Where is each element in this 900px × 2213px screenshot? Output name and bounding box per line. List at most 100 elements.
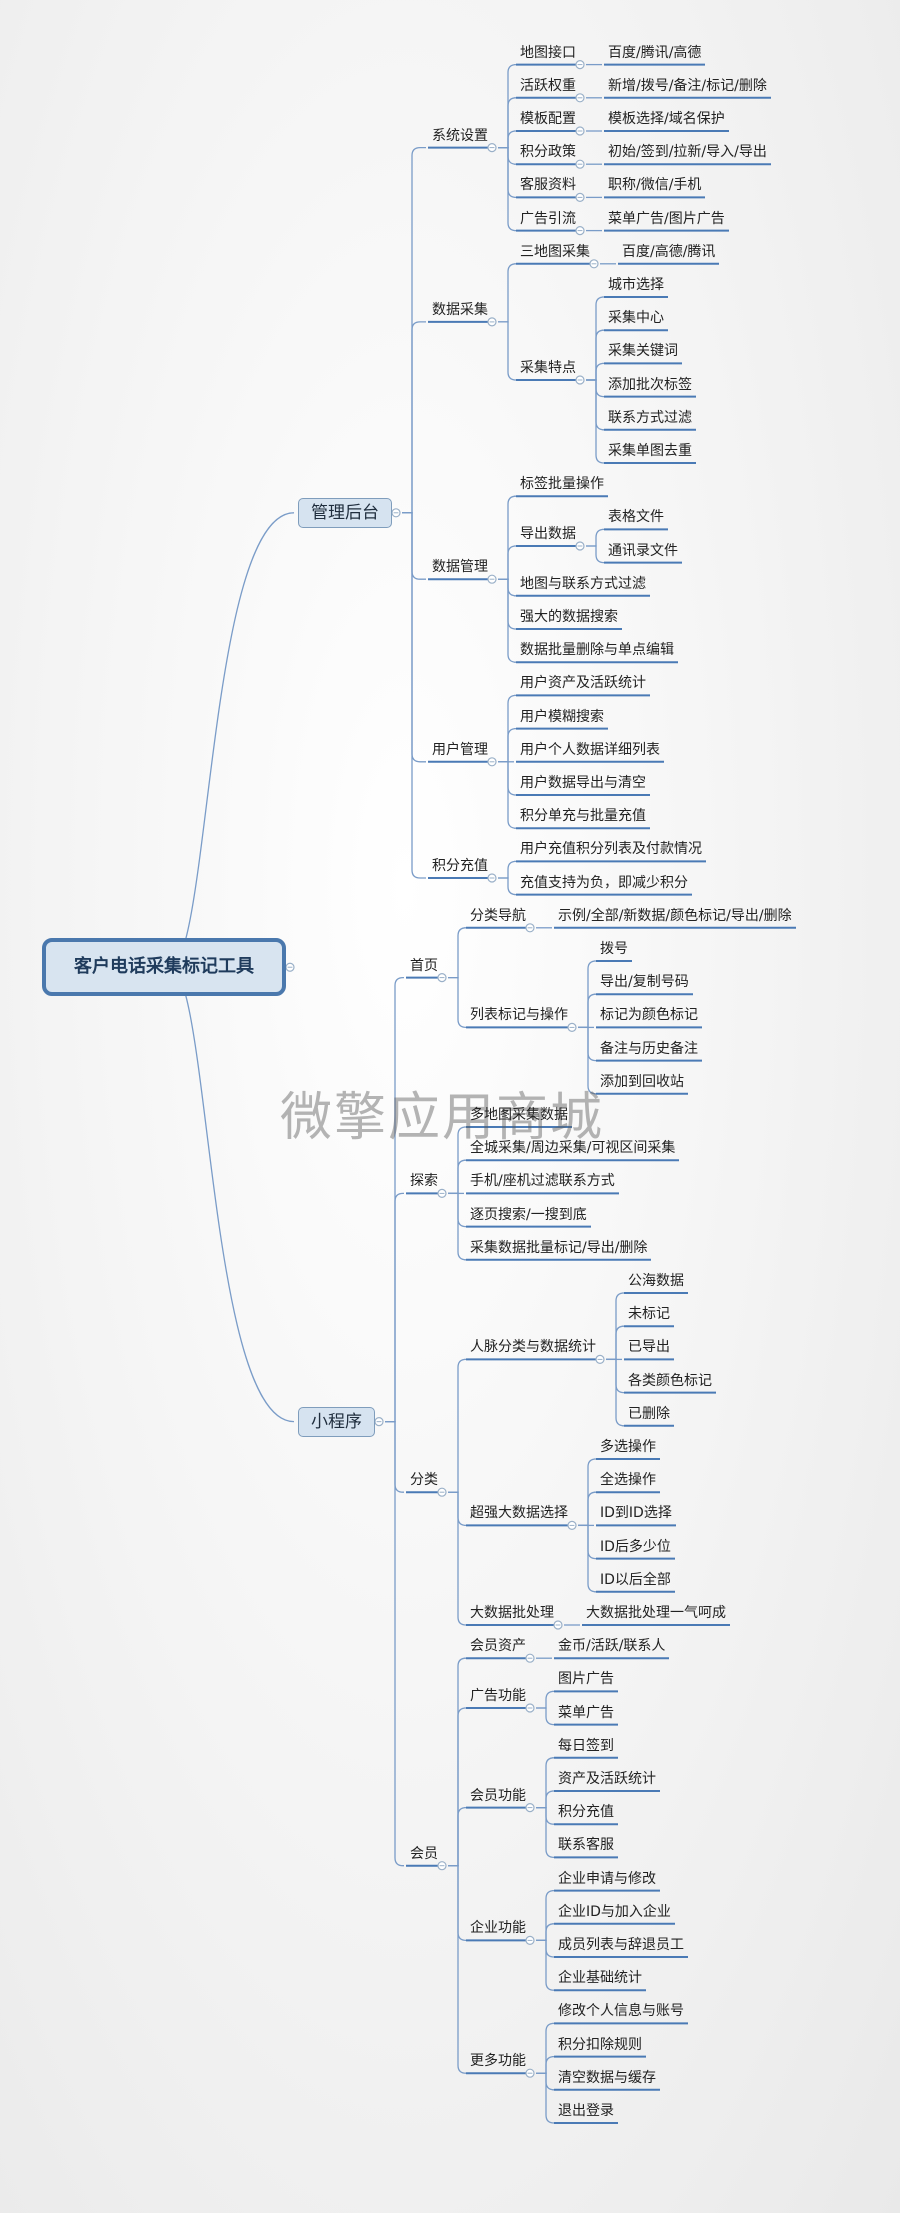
topic-node[interactable]: 大数据批处理 [470, 1605, 554, 1621]
topic-node[interactable]: 采集特点 [520, 360, 576, 376]
topic-node[interactable]: 多地图采集数据 [470, 1107, 568, 1123]
topic-node[interactable]: 职称/微信/手机 [608, 177, 702, 194]
topic-node[interactable]: 用户个人数据详细列表 [520, 741, 660, 758]
topic-node[interactable]: 新增/拨号/备注/标记/删除 [608, 77, 767, 94]
topic-node[interactable]: 系统设置 [432, 127, 488, 144]
topic-node[interactable]: 用户资产及活跃统计 [520, 675, 646, 692]
topic-node[interactable]: 多选操作 [600, 1439, 656, 1455]
branch-node[interactable]: 小程序 [298, 1406, 375, 1437]
topic-node[interactable]: 用户管理 [432, 741, 488, 758]
topic-node[interactable]: 退出登录 [558, 2103, 614, 2119]
topic-node[interactable]: 标签批量操作 [520, 476, 604, 493]
topic-node[interactable]: 示例/全部/新数据/颜色标记/导出/删除 [558, 907, 792, 924]
topic-node[interactable]: 城市选择 [608, 277, 664, 293]
topic-node[interactable]: 菜单广告/图片广告 [608, 210, 725, 227]
connector [448, 1491, 467, 1626]
topic-node[interactable]: 用户数据导出与清空 [520, 775, 646, 791]
topic-node[interactable]: 首页 [410, 957, 438, 974]
topic-node[interactable]: 积分充值 [432, 858, 488, 874]
topic-node[interactable]: 采集关键词 [608, 343, 678, 360]
topic-node[interactable]: 菜单广告 [558, 1704, 614, 1721]
topic-node[interactable]: 活跃权重 [520, 77, 576, 94]
topic-node[interactable]: 模板配置 [520, 111, 576, 127]
topic-node[interactable]: ID以后全部 [600, 1571, 671, 1588]
topic-node[interactable]: 积分单充与批量充值 [520, 808, 646, 825]
topic-node[interactable]: 企业功能 [470, 1920, 526, 1937]
topic-node[interactable]: 会员功能 [470, 1787, 526, 1804]
topic-node[interactable]: 成员列表与辞退员工 [558, 1937, 684, 1953]
topic-node[interactable]: 添加到回收站 [600, 1073, 684, 1090]
topic-node[interactable]: 百度/腾讯/高德 [608, 44, 702, 61]
connector [448, 976, 467, 1029]
topic-node[interactable]: 数据批量删除与单点编辑 [520, 642, 674, 659]
topic-node[interactable]: 采集数据批量标记/导出/删除 [470, 1239, 648, 1256]
topic-node[interactable]: 广告引流 [520, 210, 576, 227]
topic-node[interactable]: 分类导航 [470, 907, 526, 924]
topic-node[interactable]: 超强大数据选择 [470, 1505, 568, 1522]
topic-node[interactable]: 表格文件 [608, 509, 664, 526]
topic-node[interactable]: 探索 [410, 1173, 438, 1190]
topic-node[interactable]: 导出数据 [520, 526, 576, 542]
topic-node[interactable]: 用户充值积分列表及付款情况 [520, 841, 702, 858]
topic-node[interactable]: 金币/活跃/联系人 [558, 1638, 666, 1655]
topic-node[interactable]: 逐页搜索/一搜到底 [470, 1206, 587, 1223]
branch-node[interactable]: 管理后台 [298, 497, 392, 528]
topic-node[interactable]: 广告功能 [470, 1688, 526, 1704]
topic-node[interactable]: 公海数据 [628, 1273, 684, 1289]
topic-node[interactable]: 列表标记与操作 [470, 1007, 568, 1024]
topic-node[interactable]: 用户模糊搜索 [520, 708, 604, 725]
topic-node[interactable]: 客服资料 [520, 177, 576, 194]
topic-node[interactable]: 备注与历史备注 [600, 1040, 698, 1057]
topic-node[interactable]: 资产及活跃统计 [558, 1771, 656, 1787]
topic-node[interactable]: 已导出 [628, 1339, 670, 1356]
topic-node[interactable]: 大数据批处理一气呵成 [586, 1605, 726, 1621]
topic-node[interactable]: 会员资产 [470, 1638, 526, 1655]
topic-node[interactable]: 积分扣除规则 [558, 2036, 642, 2053]
topic-node[interactable]: 会员 [410, 1845, 438, 1862]
topic-node[interactable]: 企业申请与修改 [558, 1870, 656, 1887]
topic-node[interactable]: 数据采集 [432, 301, 488, 318]
topic-node[interactable]: 每日签到 [558, 1737, 614, 1754]
topic-node[interactable]: 企业ID与加入企业 [558, 1903, 671, 1920]
topic-node[interactable]: 清空数据与缓存 [558, 2069, 656, 2086]
topic-node[interactable]: 手机/座机过滤联系方式 [470, 1173, 615, 1190]
topic-node[interactable]: 修改个人信息与账号 [558, 2003, 684, 2020]
topic-node[interactable]: 联系方式过滤 [608, 409, 692, 426]
connector [536, 1939, 555, 1991]
topic-node[interactable]: 模板选择/域名保护 [608, 111, 725, 127]
connector [448, 1806, 467, 1867]
topic-node[interactable]: 采集中心 [608, 310, 664, 327]
topic-node[interactable]: 各类颜色标记 [628, 1372, 712, 1389]
topic-node[interactable]: 充值支持为负，即减少积分 [520, 874, 688, 891]
topic-node[interactable]: 三地图采集 [520, 243, 590, 260]
topic-node[interactable]: 强大的数据搜索 [520, 609, 618, 625]
root-node[interactable]: 客户电话采集标记工具 [42, 938, 286, 997]
topic-node[interactable]: 积分充值 [558, 1804, 614, 1821]
connector [586, 329, 605, 381]
topic-node[interactable]: 导出/复制号码 [600, 974, 689, 991]
topic-node[interactable]: 添加批次标签 [608, 376, 692, 393]
topic-node[interactable]: 企业基础统计 [558, 1970, 642, 1987]
topic-node[interactable]: 百度/高德/腾讯 [622, 243, 716, 260]
topic-node[interactable]: 采集单图去重 [608, 443, 692, 459]
topic-node[interactable]: 已删除 [628, 1405, 670, 1422]
topic-node[interactable]: ID后多少位 [600, 1538, 671, 1555]
topic-node[interactable]: 地图与联系方式过滤 [520, 575, 646, 592]
topic-node[interactable]: 未标记 [628, 1306, 670, 1323]
topic-node[interactable]: 通讯录文件 [608, 542, 678, 559]
topic-node[interactable]: 积分政策 [520, 144, 576, 161]
topic-node[interactable]: 分类 [410, 1472, 438, 1489]
topic-node[interactable]: 标记为颜色标记 [600, 1007, 698, 1024]
connector [536, 2022, 555, 2074]
topic-node[interactable]: 数据管理 [432, 559, 488, 576]
topic-node[interactable]: 全城采集/周边采集/可视区间采集 [470, 1140, 676, 1157]
topic-node[interactable]: 图片广告 [558, 1671, 614, 1688]
topic-node[interactable]: ID到ID选择 [600, 1505, 672, 1522]
topic-node[interactable]: 人脉分类与数据统计 [470, 1339, 596, 1356]
topic-node[interactable]: 初始/签到/拉新/导入/导出 [608, 144, 767, 161]
topic-node[interactable]: 全选操作 [600, 1472, 656, 1489]
topic-node[interactable]: 联系客服 [558, 1837, 614, 1854]
topic-node[interactable]: 拨号 [600, 941, 628, 957]
topic-node[interactable]: 地图接口 [520, 44, 576, 61]
topic-node[interactable]: 更多功能 [470, 2053, 526, 2070]
